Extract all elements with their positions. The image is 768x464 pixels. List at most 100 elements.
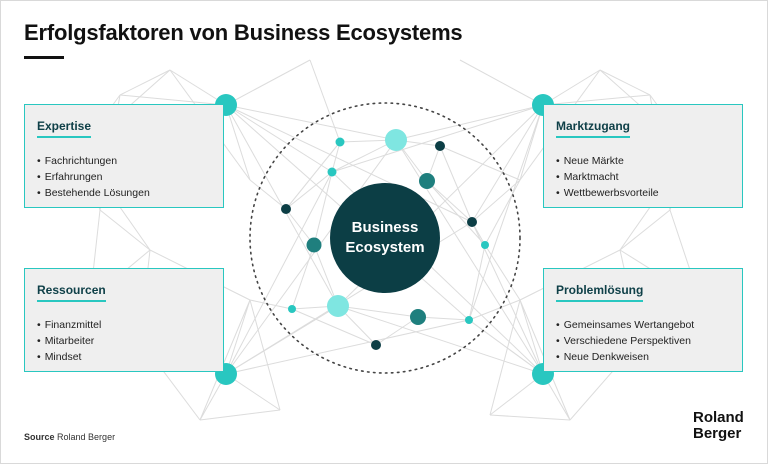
network-node (481, 241, 489, 249)
network-node (306, 237, 322, 253)
card-expertise: Expertise Fachrichtungen Erfahrungen Bes… (24, 104, 224, 208)
network-line (225, 139, 397, 375)
card-ressourcen: Ressourcen Finanzmittel Mitarbeiter Mind… (24, 268, 224, 372)
network-line (331, 139, 397, 173)
list-item: Marktmacht (556, 169, 659, 185)
network-line (225, 104, 397, 141)
network-line (331, 104, 544, 173)
logo-line2: Berger (693, 425, 742, 442)
list-item: Fachrichtungen (37, 153, 150, 169)
network-line (285, 208, 315, 246)
network-line (225, 59, 311, 106)
network-line (285, 171, 333, 210)
network-line (468, 104, 544, 321)
title-underline (24, 56, 64, 59)
list-item: Mitarbeiter (37, 333, 101, 349)
network-line (459, 59, 544, 106)
network-line (439, 145, 473, 223)
network-line (542, 94, 651, 106)
network-line (395, 104, 544, 141)
list-item: Neue Denkweisen (556, 349, 694, 365)
network-line (489, 414, 571, 421)
card-heading: Ressourcen (37, 283, 106, 302)
list-item: Verschiedene Perspektiven (556, 333, 694, 349)
network-line (468, 299, 521, 321)
network-line (599, 69, 651, 96)
network-line (471, 104, 544, 223)
network-line (426, 180, 473, 223)
network-line (225, 319, 470, 375)
card-list: Gemeinsames Wertangebot Verschiedene Per… (556, 317, 695, 365)
network-line (225, 305, 339, 375)
network-line (225, 104, 333, 173)
network-node (467, 217, 477, 227)
network-line (225, 104, 473, 223)
network-node (385, 129, 407, 151)
list-item: Mindset (37, 349, 101, 365)
network-line (468, 319, 544, 375)
network-node (327, 167, 337, 177)
network-line (337, 305, 419, 318)
network-line (542, 69, 601, 106)
source-note: Source Roland Berger (24, 432, 115, 442)
network-line (225, 104, 251, 181)
network-line (489, 299, 521, 416)
network-line (99, 209, 151, 251)
network-line (249, 299, 293, 310)
network-line (199, 409, 281, 421)
network-line (619, 209, 671, 251)
network-node (288, 305, 296, 313)
list-item: Finanzmittel (37, 317, 102, 333)
network-line (169, 69, 227, 106)
network-line (285, 141, 341, 210)
roland-berger-logo: Roland Berger (693, 410, 744, 442)
network-line (291, 244, 315, 310)
card-list: Finanzmittel Mitarbeiter Mindset (37, 317, 102, 365)
network-line (484, 244, 521, 301)
network-line (519, 299, 544, 375)
network-line (119, 94, 227, 106)
list-item: Gemeinsames Wertangebot (556, 317, 695, 333)
inner-nodes (281, 129, 489, 350)
list-item: Bestehende Lösungen (37, 185, 150, 201)
card-list: Fachrichtungen Erfahrungen Bestehende Lö… (37, 153, 150, 201)
network-line (309, 59, 341, 143)
network-line (471, 179, 521, 223)
logo-line1: Roland (693, 409, 744, 426)
network-line (439, 145, 521, 181)
card-heading: Expertise (37, 119, 92, 138)
network-line (489, 373, 544, 416)
network-node (281, 204, 291, 214)
ecosystem-ring (249, 102, 521, 374)
network-node (335, 137, 345, 147)
network-node (465, 316, 473, 324)
network-line (337, 305, 544, 375)
network-line (313, 171, 333, 246)
network-line (375, 316, 419, 346)
card-heading: Problemlösung (556, 283, 644, 302)
card-list: Neue Märkte Marktmacht Wettbewerbsvortei… (556, 153, 659, 201)
list-item: Neue Märkte (556, 153, 659, 169)
source-label: Source (24, 432, 55, 442)
network-line (225, 299, 251, 375)
network-line (225, 171, 333, 375)
network-node (419, 173, 435, 189)
list-item: Erfahrungen (37, 169, 150, 185)
network-line (199, 299, 251, 421)
hub-business-ecosystem: Business Ecosystem (330, 183, 440, 293)
network-line (119, 69, 171, 96)
network-line (417, 316, 470, 321)
network-node (371, 340, 381, 350)
network-line (225, 104, 339, 307)
list-item: Wettbewerbsvorteile (556, 185, 659, 201)
network-line (249, 179, 287, 210)
network-node (435, 141, 445, 151)
source-text: Roland Berger (57, 432, 116, 442)
card-heading: Marktzugang (556, 119, 631, 138)
hub-label-line2: Ecosystem (345, 239, 425, 256)
network-line (468, 244, 486, 321)
network-node (327, 295, 349, 317)
page-title: Erfolgsfaktoren von Business Ecosystems (24, 20, 463, 45)
network-line (426, 180, 486, 246)
